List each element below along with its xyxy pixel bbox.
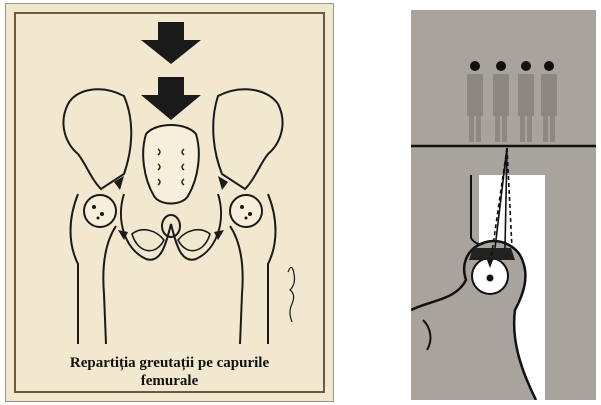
right-femur-outer [268,194,276,344]
hip-load-figure-panel [411,10,596,400]
left-iliac-wing [63,89,131,189]
artist-signature [288,267,295,322]
left-femoral-head [84,195,116,227]
person-figure [467,61,483,142]
person-figure [518,61,534,142]
joint-center-dot [487,275,494,282]
person-figure [493,61,509,142]
hip-load-drawing [411,10,596,400]
person-figure [541,61,557,142]
right-femur-inner [230,226,243,344]
right-femoral-head [230,195,262,227]
weight-arrow-top [141,22,201,64]
standing-figures [467,61,557,142]
sacrum [143,125,199,204]
right-iliac-wing [213,89,282,189]
left-femur-outer [71,194,79,344]
figure-caption: Repartiția greutații pe capurile femural… [6,354,333,390]
pelvis-figure-panel: Repartiția greutații pe capurile femural… [5,3,334,402]
weight-arrow-bottom [141,77,201,120]
caption-line-1: Repartiția greutații pe capurile [6,354,333,372]
pelvis-drawing [6,4,335,403]
left-femur-inner [103,226,116,344]
caption-line-2: femurale [6,372,333,390]
